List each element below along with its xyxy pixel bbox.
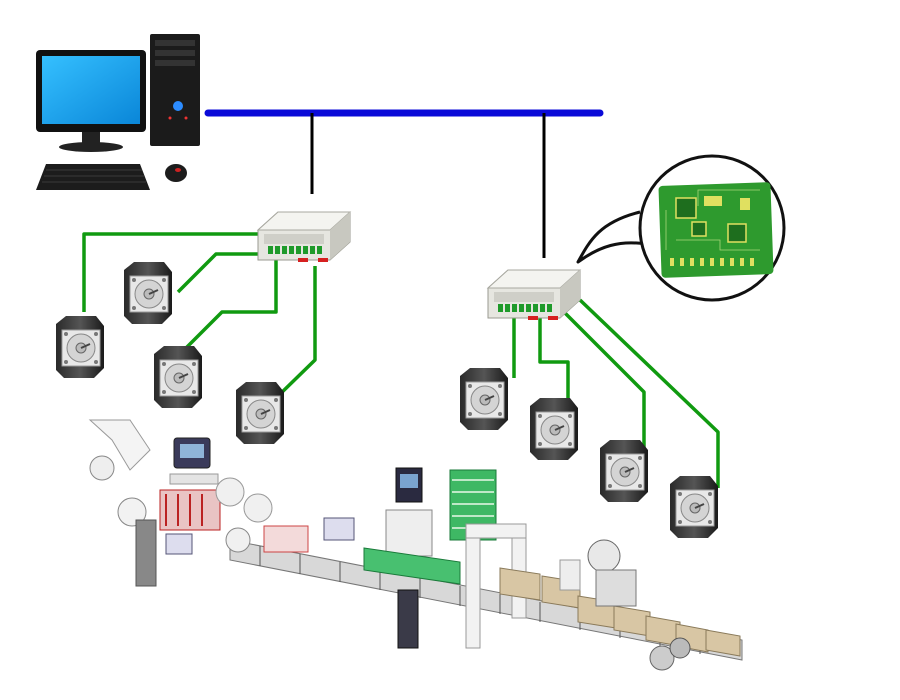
motor-cable: [176, 252, 266, 294]
stepper-motor-icon: [529, 397, 579, 461]
motor-cable: [274, 266, 317, 400]
stepper-motor-icon: [55, 315, 105, 379]
motor-cable: [560, 308, 646, 450]
keyboard-icon: [36, 164, 150, 190]
power-button-icon: [173, 101, 183, 111]
pcb-callout: [576, 154, 786, 302]
conveyor-production-line-icon: [88, 419, 743, 671]
din-rail-controller-icon: [257, 211, 351, 263]
stepper-motor-icon: [153, 345, 203, 409]
circuit-board-icon: [658, 182, 774, 278]
motor-cables-group-1: [82, 232, 317, 400]
motor-cable: [82, 232, 262, 312]
motor-cable: [538, 318, 570, 408]
mouse-icon: [165, 164, 187, 182]
din-rail-controller-icon: [487, 269, 581, 321]
stepper-motor-icon: [459, 367, 509, 431]
motor-cables-group-2: [512, 298, 720, 488]
stepper-motor-icon: [235, 381, 285, 445]
desktop-computer-icon: [36, 34, 200, 190]
motor-cable: [578, 298, 720, 488]
stepper-motor-icon: [123, 261, 173, 325]
stepper-motor-icon: [599, 439, 649, 503]
monitor-screen: [42, 56, 140, 124]
motor-cable: [182, 258, 278, 352]
stepper-motor-icon: [669, 475, 719, 539]
